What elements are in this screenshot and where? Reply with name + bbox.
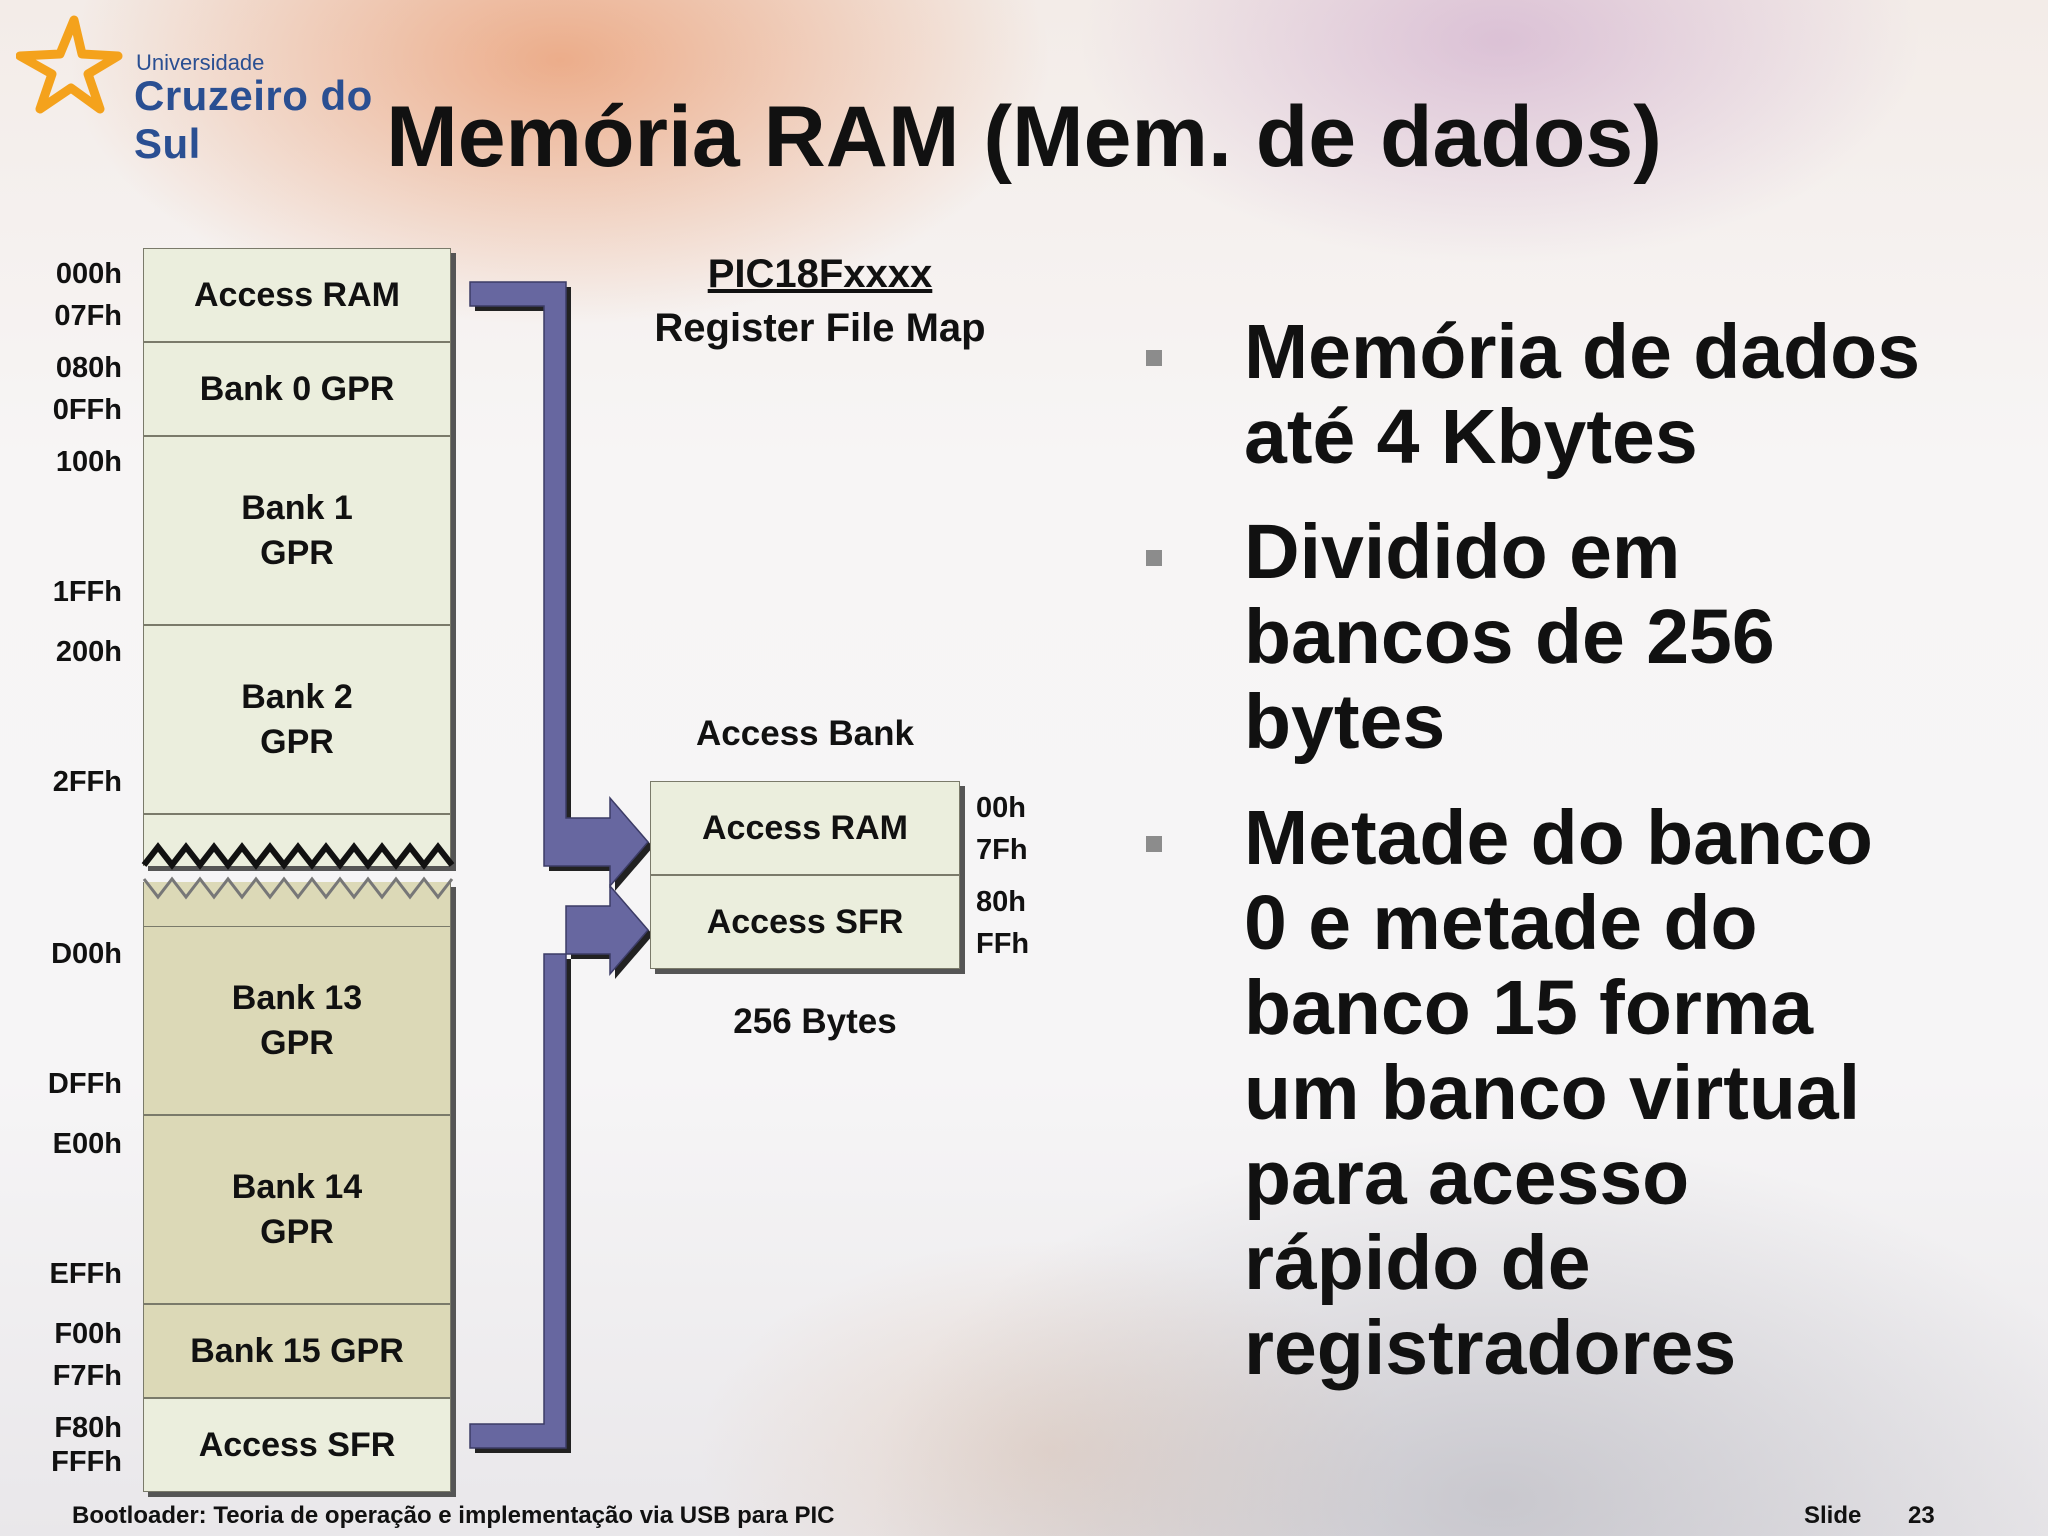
access-bank-ram: Access RAM (650, 781, 960, 875)
star-icon (16, 15, 123, 114)
addr-label: D00h (51, 938, 122, 970)
bullet-line: rápido de (1244, 1220, 1591, 1306)
addr-label: FFFh (51, 1446, 122, 1478)
access-bank-label: Access RAM (702, 808, 908, 847)
row-bank-15: Bank 15 GPR (143, 1304, 451, 1398)
connector-arrows (469, 281, 653, 1453)
bullet-line: até 4 Kbytes (1244, 394, 1698, 480)
bullet-line: Metade do banco (1244, 795, 1873, 881)
arrow-access-ram (469, 281, 649, 889)
bullet-line: registradores (1244, 1305, 1737, 1391)
register-map-title: PIC18Fxxxx (707, 252, 933, 296)
logo-university-text: Universidade (136, 50, 265, 75)
access-bank-sfr: Access SFR (650, 875, 960, 969)
bullet-line: um banco virtual (1244, 1050, 1861, 1136)
bullet-marker (1146, 836, 1162, 852)
addr-label: EFFh (49, 1258, 123, 1290)
row-access-sfr: Access SFR (143, 1398, 451, 1492)
addr-label: 200h (55, 636, 122, 668)
addr-label: F00h (54, 1318, 122, 1350)
row-bank-13: Bank 13 GPR (143, 926, 451, 1115)
addr-label: E00h (52, 1128, 122, 1160)
university-logo: Universidade Cruzeiro do Sul (16, 14, 446, 167)
addr-label: 2FFh (52, 766, 122, 798)
bullet-line: 0 e metade do (1244, 880, 1758, 966)
bullet-line: bancos de 256 (1244, 594, 1775, 680)
access-addr-label: 7Fh (976, 834, 1028, 866)
row-bank-14: Bank 14 GPR (143, 1115, 451, 1304)
bullet-line: bytes (1244, 679, 1446, 765)
row-label: Bank 14 (231, 1168, 363, 1207)
addr-label: 0FFh (52, 394, 122, 426)
bullet-line: Memória de dados (1244, 309, 1921, 395)
row-bank-0: Bank 0 GPR (143, 342, 451, 436)
row-label: Bank 15 GPR (190, 1331, 404, 1370)
bullet-line: para acesso (1244, 1135, 1690, 1221)
row-label: GPR (260, 1023, 334, 1062)
slide-title: Memória RAM (Mem. de dados) (386, 89, 1662, 185)
bullet-item-1: Memória de dados até 4 Kbytes (1244, 310, 2024, 480)
bullet-marker (1146, 550, 1162, 566)
addr-label: 1FFh (52, 576, 122, 608)
row-access-ram: Access RAM (143, 248, 451, 342)
bullet-line: Dividido em (1244, 509, 1681, 595)
addr-label: 000h (55, 258, 122, 290)
row-bank-1: Bank 1 GPR (143, 436, 451, 625)
bullet-item-2: Dividido em bancos de 256 bytes (1244, 510, 2024, 765)
row-label: Access SFR (198, 1425, 396, 1464)
row-label: Bank 13 (231, 979, 363, 1018)
break-bottom (143, 882, 451, 926)
logo-name-text: Cruzeiro do Sul (134, 72, 373, 167)
row-label: Bank 2 (241, 678, 353, 717)
row-label: Access RAM (194, 275, 400, 314)
addr-label: 080h (55, 352, 122, 384)
footer-slide-number: 23 (1908, 1502, 1935, 1529)
bullet-marker (1146, 350, 1162, 366)
bullet-line: banco 15 forma (1244, 965, 1814, 1051)
row-label: Bank 0 GPR (199, 369, 395, 408)
row-label: GPR (260, 722, 334, 761)
access-addr-label: 00h (976, 792, 1026, 824)
addr-label: 07Fh (54, 300, 122, 332)
access-bank-title: Access Bank (696, 714, 914, 753)
row-label: GPR (260, 1212, 334, 1251)
row-bank-2: Bank 2 GPR (143, 625, 451, 814)
footer-text: Bootloader: Teoria de operação e impleme… (72, 1502, 835, 1529)
access-addr-label: 80h (976, 886, 1026, 918)
arrow-access-sfr (469, 883, 649, 1449)
footer-slide-label: Slide (1804, 1502, 1862, 1529)
register-map-subtitle: Register File Map (654, 306, 986, 350)
access-addr-label: FFh (976, 928, 1030, 960)
break-zigzag (141, 842, 455, 900)
access-bank-size: 256 Bytes (733, 1002, 897, 1041)
addr-label: F7Fh (52, 1360, 122, 1392)
addr-label: 100h (55, 446, 122, 478)
addr-label: F80h (54, 1412, 122, 1444)
bullet-item-3: Metade do banco 0 e metade do banco 15 f… (1244, 796, 2024, 1391)
access-bank-label: Access SFR (706, 902, 904, 941)
addr-label: DFFh (47, 1068, 122, 1100)
row-label: Bank 1 (241, 489, 353, 528)
row-label: GPR (260, 533, 334, 572)
